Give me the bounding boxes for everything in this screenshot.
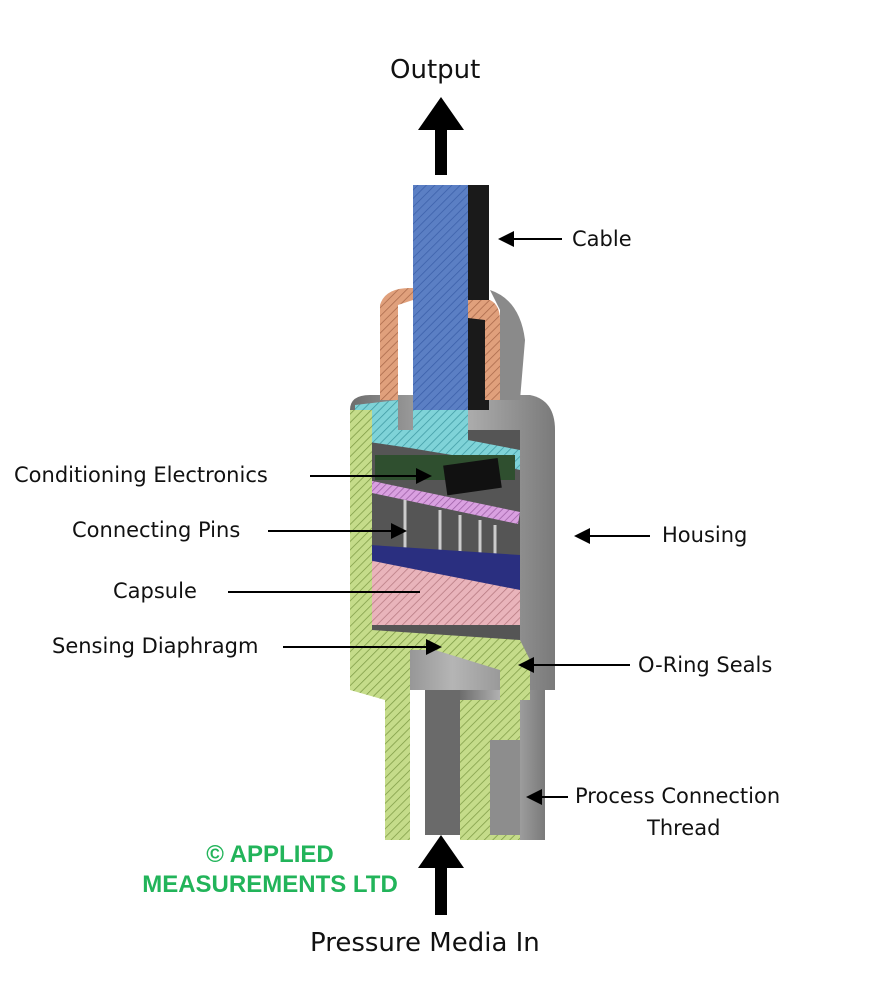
process-connection-label: Process Connection [575, 784, 781, 808]
cable-section [413, 185, 468, 410]
capsule [368, 560, 520, 625]
watermark-line-1: © APPLIED [206, 841, 334, 868]
housing-section [350, 410, 530, 840]
output-label: Output [390, 55, 481, 85]
housing-cap [355, 400, 520, 470]
pressure-in-arrow [418, 835, 464, 915]
conditioning-electronics-label: Conditioning Electronics [14, 463, 268, 487]
capsule-label: Capsule [113, 579, 197, 603]
cable-label: Cable [572, 227, 632, 251]
process-connection-label-line2: Thread [647, 816, 721, 840]
pressure-media-in-label: Pressure Media In [310, 928, 540, 958]
housing-label: Housing [662, 523, 748, 547]
output-arrow [418, 97, 464, 175]
o-ring-seals-label: O-Ring Seals [638, 653, 773, 677]
conditioning-electronics [358, 455, 520, 524]
watermark-line-2: MEASUREMENTS LTD [142, 871, 398, 898]
copyright-watermark: © APPLIED MEASUREMENTS LTD [135, 840, 405, 900]
connecting-pins-label: Connecting Pins [72, 518, 241, 542]
cable-gland [380, 288, 525, 400]
sensing-diaphragm-label: Sensing Diaphragm [52, 634, 259, 658]
thread [490, 740, 520, 835]
